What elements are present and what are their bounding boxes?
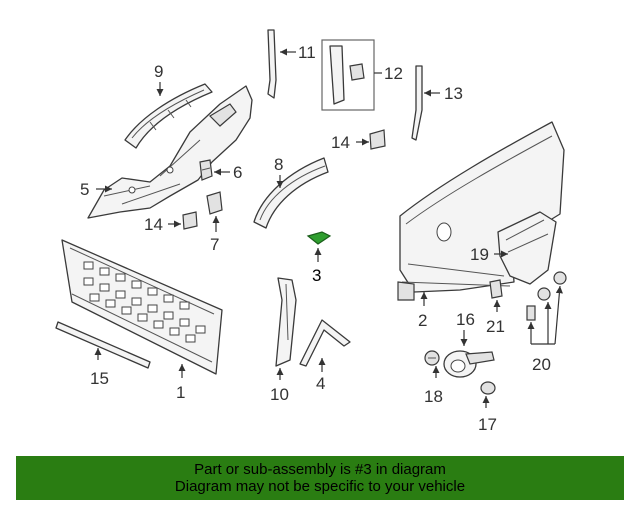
callout-12: 12 <box>384 64 403 83</box>
part-14-pad-left[interactable] <box>182 211 198 230</box>
callout-15: 15 <box>90 369 109 388</box>
part-3-highlighted-clip[interactable] <box>306 231 332 245</box>
callout-4: 4 <box>316 374 325 393</box>
part-10-pillar[interactable] <box>275 277 297 367</box>
part-18-screw[interactable] <box>424 350 440 366</box>
callout-14a: 14 <box>144 215 163 234</box>
part-4-trim[interactable] <box>299 319 351 367</box>
part-1-bed-panel[interactable] <box>61 239 223 375</box>
callout-13: 13 <box>444 84 463 103</box>
leader-20 <box>527 285 563 345</box>
bed-panel-grid <box>83 261 206 343</box>
part-6-bracket[interactable] <box>199 159 213 181</box>
part-5-inner-panel[interactable] <box>87 85 253 219</box>
part-20-bolts[interactable] <box>526 271 567 321</box>
callout-3: 3 <box>312 266 321 285</box>
callout-2: 2 <box>418 311 427 330</box>
part-21-clip[interactable] <box>489 279 503 299</box>
callout-7: 7 <box>210 235 219 254</box>
part-11-pillar-strip[interactable] <box>267 29 277 99</box>
part-19-wheelhouse-liner[interactable] <box>497 211 557 285</box>
callout-20: 20 <box>532 355 551 374</box>
banner-line-2: Diagram may not be specific to your vehi… <box>174 478 466 495</box>
callout-16: 16 <box>456 310 475 329</box>
callout-9: 9 <box>154 62 163 81</box>
callout-19: 19 <box>470 245 489 264</box>
callout-18: 18 <box>424 387 443 406</box>
part-13-pillar-strip[interactable] <box>411 65 423 141</box>
callout-5: 5 <box>80 180 89 199</box>
part-16-fuel-door[interactable] <box>443 350 495 378</box>
callout-14b: 14 <box>331 133 350 152</box>
part-8-fender-flare[interactable] <box>253 157 329 229</box>
callout-6: 6 <box>233 163 242 182</box>
part-15-sill-strip[interactable] <box>55 321 151 369</box>
callout-11: 11 <box>298 43 316 62</box>
callout-21: 21 <box>486 317 505 336</box>
callout-8: 8 <box>274 155 283 174</box>
part-9-wheelhouse-arch[interactable] <box>124 83 213 149</box>
part-14-pad-top[interactable] <box>369 129 386 150</box>
info-banner: Part or sub-assembly is #3 in diagram Di… <box>16 456 624 500</box>
banner-line-1: Part or sub-assembly is #3 in diagram <box>194 461 446 478</box>
part-12-assembly[interactable] <box>321 39 375 111</box>
part-17-bumper-stop[interactable] <box>480 381 496 395</box>
callout-10: 10 <box>270 385 289 404</box>
callout-17: 17 <box>478 415 497 434</box>
callout-1: 1 <box>176 383 185 402</box>
part-2-bed-side-outer[interactable] <box>397 121 565 301</box>
part-7-bracket[interactable] <box>206 191 223 215</box>
